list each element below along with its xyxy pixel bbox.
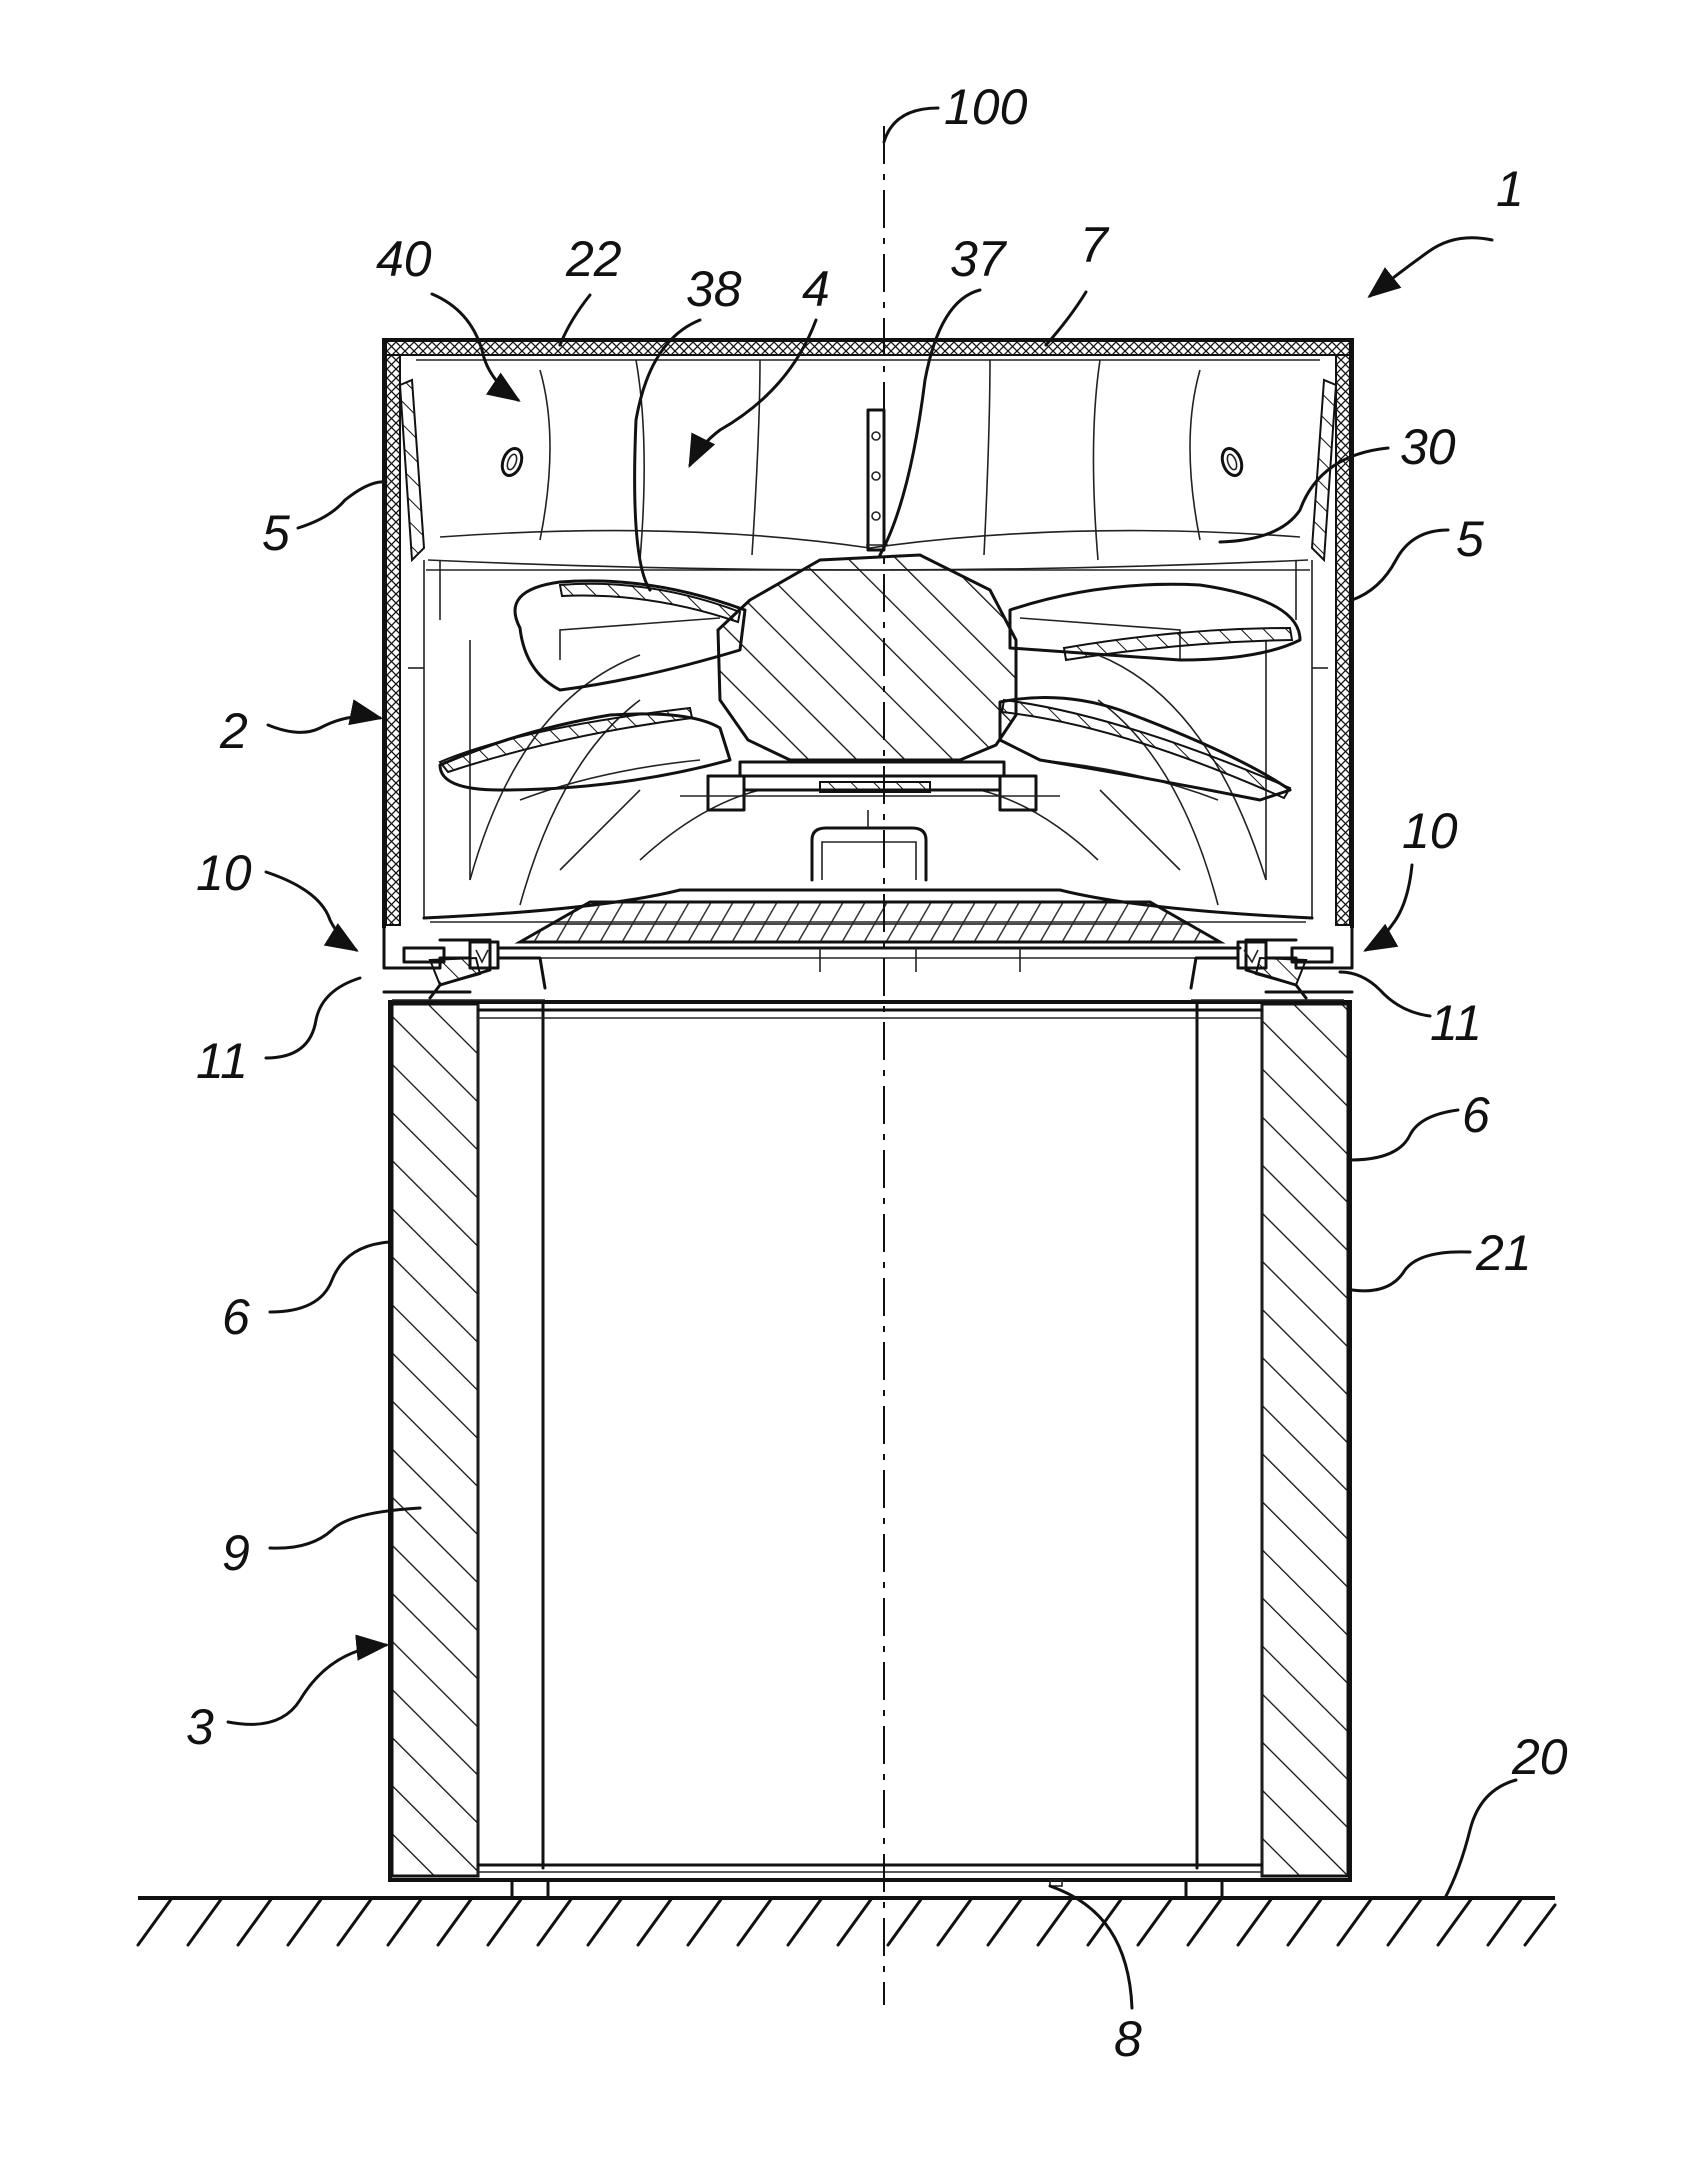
- label-outlet: 40: [376, 231, 432, 287]
- label-fan-housing: 30: [1400, 419, 1456, 475]
- floor-hatching: [138, 1898, 1555, 1945]
- label-device: 1: [1496, 161, 1524, 217]
- label-seal-right: 11: [1430, 995, 1482, 1051]
- label-filter: 9: [222, 1525, 250, 1581]
- right-filter-wall: [1262, 1004, 1348, 1876]
- inlet-grid: [520, 902, 1220, 942]
- label-top-wall: 22: [565, 231, 622, 287]
- label-base: 8: [1114, 2011, 1142, 2067]
- label-junction-right: 10: [1402, 803, 1458, 859]
- label-hub: 37: [950, 231, 1008, 287]
- label-floor: 20: [1511, 1729, 1568, 1785]
- label-axis: 100: [944, 79, 1028, 135]
- left-filter-wall: [392, 1004, 478, 1876]
- label-side-wall-left: 5: [262, 505, 290, 561]
- right-grid-wall: [1336, 355, 1350, 925]
- label-lower-wall-right: 6: [1462, 1087, 1490, 1143]
- label-blade: 38: [686, 261, 742, 317]
- label-seal-left: 11: [196, 1033, 248, 1089]
- floor: [138, 1898, 1555, 1945]
- label-outer-surface: 21: [1475, 1225, 1532, 1281]
- left-grid-wall: [386, 355, 400, 925]
- fan-hub: [718, 555, 1016, 760]
- label-fan: 4: [802, 261, 830, 317]
- label-cover: 7: [1080, 217, 1110, 273]
- upper-unit: [384, 340, 1352, 972]
- top-grid-wall: [386, 341, 1350, 355]
- lower-unit: [390, 1002, 1350, 1898]
- label-upper-unit: 2: [219, 703, 248, 759]
- label-side-wall-right: 5: [1456, 511, 1484, 567]
- label-lower-unit: 3: [186, 1699, 214, 1755]
- label-lower-wall-left: 6: [222, 1289, 250, 1345]
- label-junction-left: 10: [196, 845, 252, 901]
